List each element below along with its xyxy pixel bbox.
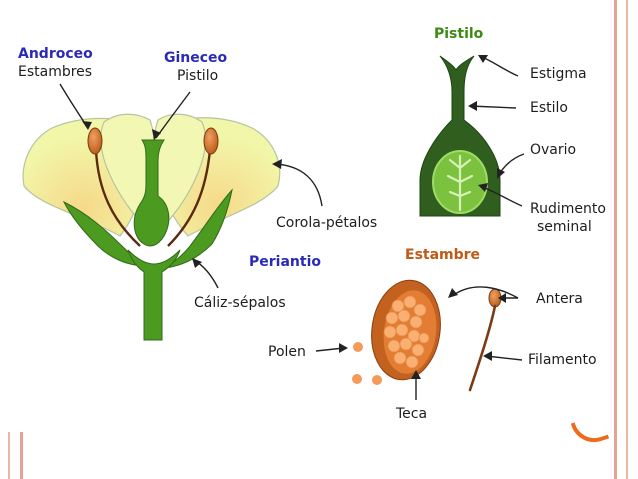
- pollen-grain-3: [372, 375, 382, 385]
- small-filament: [468, 304, 497, 392]
- label-pistilo-flower: Pistilo: [177, 68, 218, 84]
- label-gineceo: Gineceo: [164, 50, 228, 66]
- flower: [22, 113, 281, 341]
- label-antera: Antera: [536, 291, 583, 307]
- frame-left-line-inner: [20, 432, 23, 479]
- stamen-filament-right: [167, 149, 212, 247]
- label-ovario: Ovario: [530, 142, 576, 158]
- label-rudimento-line2: seminal: [537, 219, 592, 235]
- label-estilo: Estilo: [530, 100, 568, 116]
- label-caliz: Cáliz-sépalos: [194, 295, 286, 311]
- label-pistilo-title: Pistilo: [434, 26, 484, 42]
- flower-pistil: [133, 139, 170, 247]
- label-teca: Teca: [395, 406, 427, 422]
- stamen-anther-left: [87, 127, 103, 155]
- label-polen: Polen: [268, 344, 306, 360]
- stamen-filament-left: [94, 149, 141, 247]
- pollen-grains-in-theca: [383, 295, 430, 369]
- label-rudimento-line1: Rudimento: [530, 201, 606, 217]
- pointer-arrowheads: [82, 55, 506, 379]
- stamen-detail: [352, 279, 502, 392]
- label-estigma: Estigma: [530, 66, 587, 82]
- stamen-anther-right: [203, 127, 219, 155]
- label-estambre-title: Estambre: [405, 247, 480, 263]
- label-androceo: Androceo: [18, 46, 93, 62]
- pollen-grain-2: [352, 374, 362, 384]
- flower-stem: [127, 249, 181, 341]
- pistil-detail: [419, 55, 501, 217]
- frame-right-line-outer: [626, 0, 628, 479]
- frame-left-line-outer: [8, 432, 10, 479]
- frame-right-line-inner: [614, 0, 617, 479]
- label-filamento: Filamento: [528, 352, 597, 368]
- label-estambres: Estambres: [18, 64, 92, 80]
- label-corola: Corola-pétalos: [276, 215, 377, 231]
- pointer-lines: [59, 55, 525, 400]
- pollen-grain-1: [353, 342, 363, 352]
- ovule-placenta: [446, 154, 474, 212]
- label-periantio: Periantio: [249, 254, 321, 270]
